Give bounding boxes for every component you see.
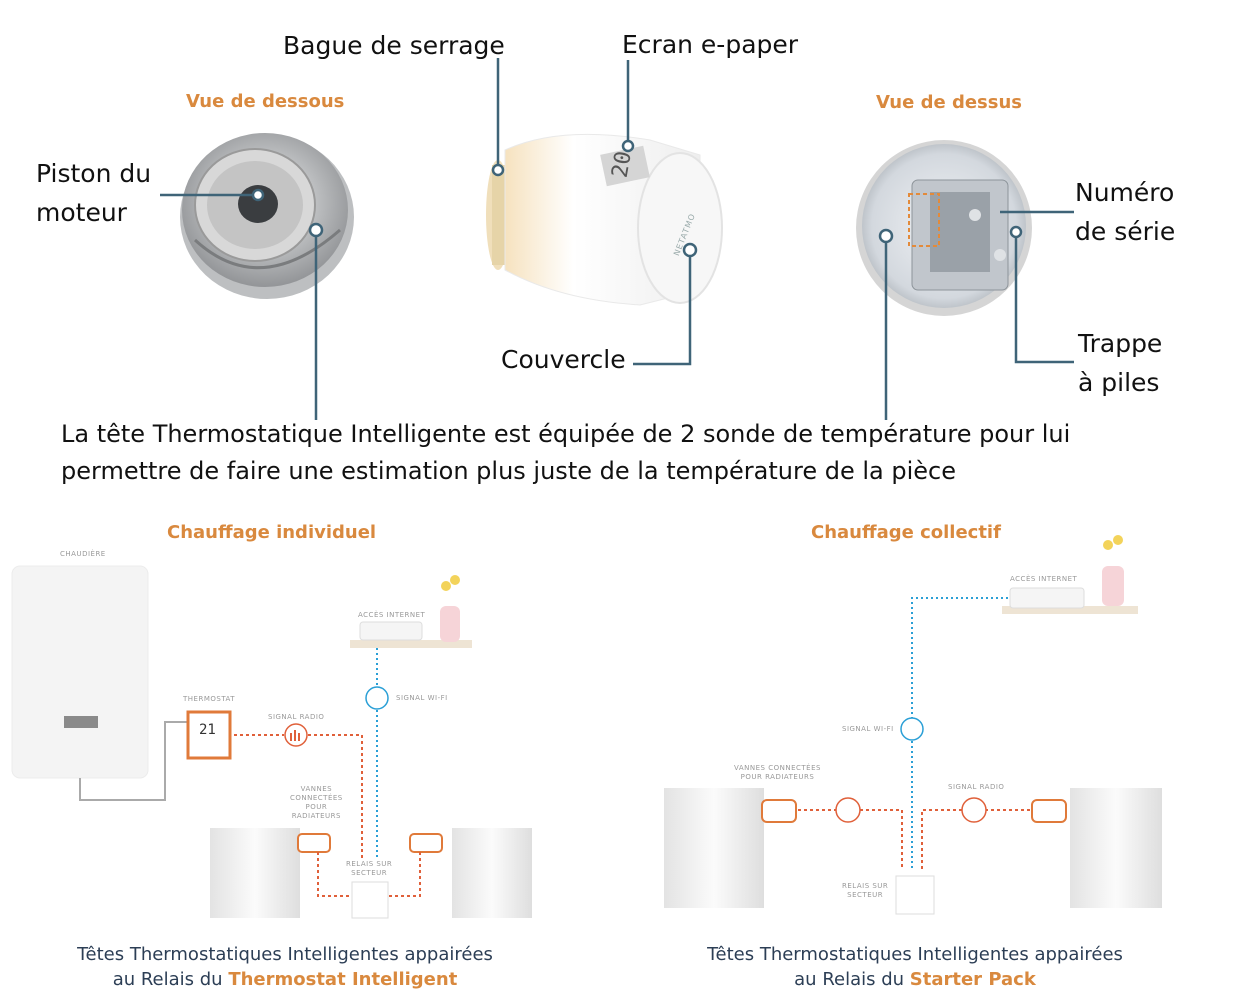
individual-radio-label: SIGNAL RADIO: [268, 713, 325, 721]
individual-caption-bold: Thermostat Intelligent: [228, 969, 458, 990]
thermostat-label: THERMOSTAT: [183, 695, 236, 703]
label-battery-line1: Trappe: [1078, 329, 1163, 358]
collective-wifi-label: SIGNAL WI-FI: [842, 725, 894, 733]
collective-caption-line1: Têtes Thermostatiques Intelligentes appa…: [707, 944, 1123, 965]
label-piston-line1: Piston du: [36, 159, 152, 188]
individual-title: Chauffage individuel: [167, 522, 377, 543]
view-top-title: Vue de dessus: [876, 92, 1022, 113]
label-battery-line2: à piles: [1078, 368, 1160, 397]
collective-caption: Têtes Thermostatiques Intelligentes appa…: [670, 942, 1160, 992]
thermostat-value: 21: [199, 722, 216, 738]
description-line1: La tête Thermostatique Intelligente est …: [61, 420, 1071, 448]
top-view-device: [856, 140, 1032, 316]
collective-caption-bold: Starter Pack: [909, 969, 1036, 990]
individual-relay-label: RELAIS SUR SECTEUR: [346, 860, 393, 877]
individual-internet-label: ACCÈS INTERNET: [358, 611, 426, 619]
collective-caption-line2: au Relais du Starter Pack: [670, 967, 1160, 992]
collective-internet-label: ACCÈS INTERNET: [1010, 575, 1078, 583]
collective-caption-prefix: au Relais du: [794, 969, 910, 990]
individual-wifi-label: SIGNAL WI-FI: [396, 694, 448, 702]
collective-title: Chauffage collectif: [811, 522, 1001, 543]
collective-radio-label: SIGNAL RADIO: [948, 783, 1005, 791]
individual-caption: Têtes Thermostatiques Intelligentes appa…: [40, 942, 530, 992]
individual-caption-prefix: au Relais du: [112, 969, 229, 990]
side-view-device: [486, 133, 723, 306]
label-serial-line2: de série: [1075, 217, 1176, 246]
individual-caption-line1: Têtes Thermostatiques Intelligentes appa…: [77, 944, 493, 965]
description-line2: permettre de faire une estimation plus j…: [61, 457, 956, 485]
callout-dots: [251, 139, 1023, 258]
collective-relay-label: RELAIS SUR SECTEUR: [842, 882, 889, 899]
label-screen: Ecran e-paper: [622, 30, 799, 59]
label-piston-line2: moteur: [36, 198, 127, 227]
label-serial-line1: Numéro: [1075, 178, 1175, 207]
bottom-view-device: [180, 133, 354, 299]
collective-valves-label: VANNES CONNECTÉES POUR RADIATEURS: [734, 764, 821, 781]
device-screen-value: 20: [607, 149, 637, 180]
individual-scheme: [11, 565, 532, 919]
individual-valves-label: VANNES CONNECTÉES POUR RADIATEURS: [290, 785, 343, 820]
individual-caption-line2: au Relais du Thermostat Intelligent: [40, 967, 530, 992]
view-bottom-title: Vue de dessous: [186, 91, 345, 112]
callout-lines: [160, 58, 1074, 420]
collective-scheme: [664, 535, 1162, 915]
label-cover: Couvercle: [501, 345, 626, 374]
label-ring: Bague de serrage: [283, 31, 505, 60]
boiler-label: CHAUDIÈRE: [60, 550, 106, 558]
